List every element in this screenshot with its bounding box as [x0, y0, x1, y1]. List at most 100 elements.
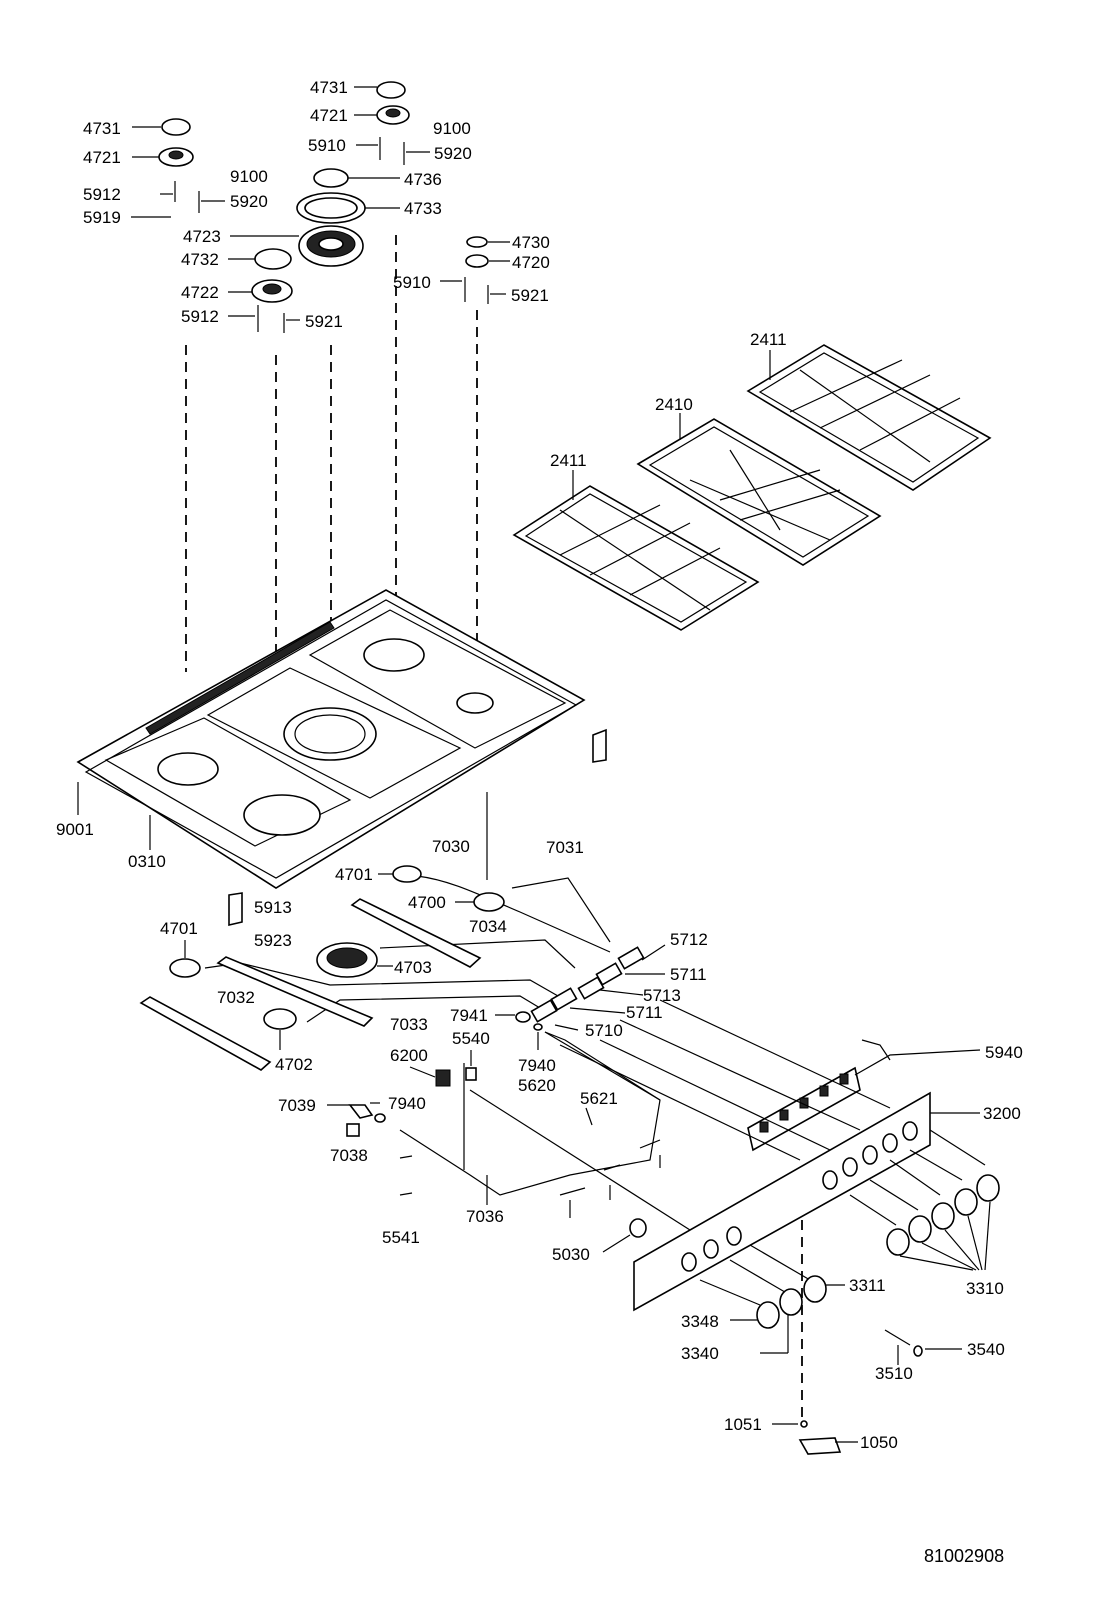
ring-4733	[296, 192, 400, 224]
label-4702: 4702	[275, 1055, 313, 1074]
cap-4732	[228, 248, 292, 270]
wok-burner-4723	[230, 225, 364, 267]
knobs-3310	[886, 1174, 1000, 1271]
label-5912-lower: 5912	[181, 307, 219, 326]
parts-1050-1051	[772, 1420, 858, 1455]
label-1051: 1051	[724, 1415, 762, 1434]
label-7940-lower: 7940	[388, 1094, 426, 1113]
hob-top-0310	[76, 589, 586, 889]
label-5712: 5712	[670, 930, 708, 949]
label-9100-left: 9100	[230, 167, 268, 186]
label-3310: 3310	[966, 1279, 1004, 1298]
screws-5910-5921	[440, 277, 506, 304]
label-7941: 7941	[450, 1006, 488, 1025]
label-5713: 5713	[643, 986, 681, 1005]
label-4723: 4723	[183, 227, 221, 246]
fasteners-lower	[399, 1107, 661, 1218]
label-3311: 3311	[849, 1276, 886, 1295]
knob-3348	[730, 1301, 780, 1329]
label-9001: 9001	[56, 820, 94, 839]
connector-lines	[559, 999, 986, 1306]
screws-5912-5921	[228, 305, 300, 333]
label-7033: 7033	[390, 1015, 428, 1034]
label-4701-rear: 4701	[335, 865, 373, 884]
control-panel-3200	[633, 1091, 980, 1312]
burner-4701-rear	[378, 865, 422, 883]
knob-3311	[803, 1275, 845, 1303]
label-5541: 5541	[382, 1228, 420, 1247]
label-5920-right: 5920	[434, 144, 472, 163]
label-5921-right: 5921	[511, 286, 549, 305]
burner-cap-4731-left	[132, 118, 191, 136]
label-6200: 6200	[390, 1046, 428, 1065]
label-5030: 5030	[552, 1245, 590, 1264]
label-4721-right: 4721	[310, 106, 348, 125]
label-5710: 5710	[585, 1021, 623, 1040]
washer-3540	[913, 1345, 962, 1357]
label-4720: 4720	[512, 253, 550, 272]
label-4733: 4733	[404, 199, 442, 218]
label-5711-upper: 5711	[670, 965, 707, 984]
burner-cap-4731-right	[354, 81, 406, 99]
label-5621: 5621	[580, 1089, 618, 1108]
bracket-right	[592, 728, 607, 763]
label-7034: 7034	[469, 917, 507, 936]
pan-support-2411-left	[512, 470, 760, 631]
cap-4736	[313, 168, 400, 188]
label-7038: 7038	[330, 1146, 368, 1165]
label-4731-right: 4731	[310, 78, 348, 97]
label-5920-left: 5920	[230, 192, 268, 211]
label-5919: 5919	[83, 208, 121, 227]
label-4732: 4732	[181, 250, 219, 269]
label-5913: 5913	[254, 898, 292, 917]
label-7031: 7031	[546, 838, 584, 857]
label-3340: 3340	[681, 1344, 719, 1363]
pan-support-2411-right	[746, 344, 992, 491]
screws-5910-5920-right	[356, 137, 430, 165]
label-5910-right: 5910	[393, 273, 431, 292]
burner-4721-right	[354, 105, 410, 125]
label-5940: 5940	[985, 1043, 1023, 1062]
screws-5912-5920-left	[131, 181, 225, 218]
label-7032: 7032	[217, 988, 255, 1007]
label-3348: 3348	[681, 1312, 719, 1331]
drawing-number: 81002908	[924, 1546, 1004, 1566]
label-3510: 3510	[875, 1364, 913, 1383]
burner-4722	[228, 279, 293, 303]
label-4736: 4736	[404, 170, 442, 189]
label-4730: 4730	[512, 233, 550, 252]
burner-4702	[263, 1008, 297, 1050]
label-3540: 3540	[967, 1340, 1005, 1359]
gas-valves	[495, 944, 666, 1031]
burner-4720	[465, 254, 510, 268]
label-2411-right: 2411	[750, 330, 787, 349]
label-7036: 7036	[466, 1207, 504, 1226]
label-5711-lower: 5711	[626, 1003, 663, 1022]
support-rails	[139, 892, 482, 1071]
burner-4701-left	[169, 940, 201, 978]
label-2410: 2410	[655, 395, 693, 414]
label-7039: 7039	[278, 1096, 316, 1115]
seal-7940-upper	[533, 1023, 543, 1050]
plug-7038	[346, 1123, 360, 1137]
screw-3510	[884, 1329, 911, 1365]
label-7940-upper: 7940	[518, 1056, 556, 1075]
label-9100-right: 9100	[433, 119, 471, 138]
part-labels: 4731 4721 5910 9100 5920 4736 4733 4731 …	[56, 78, 1023, 1452]
label-5921-left: 5921	[305, 312, 343, 331]
label-4722: 4722	[181, 283, 219, 302]
cap-4730	[466, 236, 510, 248]
label-4701-left: 4701	[160, 919, 198, 938]
label-4703: 4703	[394, 958, 432, 977]
label-4731-left: 4731	[83, 119, 121, 138]
fascia-strip	[747, 1039, 981, 1152]
burner-4703	[316, 942, 393, 978]
burner-4721-left	[132, 147, 194, 167]
label-1050: 1050	[860, 1433, 898, 1452]
label-7030: 7030	[432, 837, 470, 856]
label-2411-left: 2411	[550, 451, 587, 470]
control-5030	[602, 1218, 647, 1253]
ignition-6200	[409, 1063, 691, 1231]
ignition-5540	[465, 1050, 477, 1081]
